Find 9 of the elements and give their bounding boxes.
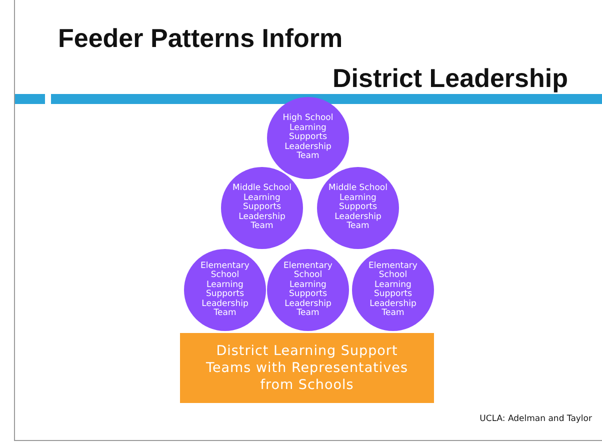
team-circle: High School Learning Supports Leadership Team <box>267 97 349 179</box>
slide-title: Feeder Patterns Inform District Leadership <box>58 22 568 95</box>
team-circle: Middle School Learning Supports Leadership Team <box>221 167 303 249</box>
team-box: District Learning Support Teams with Representatives from Schools <box>180 333 434 403</box>
team-circle: Elementary School Learning Supports Leadership Team <box>267 249 349 331</box>
team-circle: Elementary School Learning Supports Leadership Team <box>184 249 266 331</box>
team-circle: Elementary School Learning Supports Leadership Team <box>352 249 434 331</box>
source-note: UCLA: Adelman and Taylor <box>480 414 592 424</box>
team-circle: Middle School Learning Supports Leadership Team <box>317 167 399 249</box>
